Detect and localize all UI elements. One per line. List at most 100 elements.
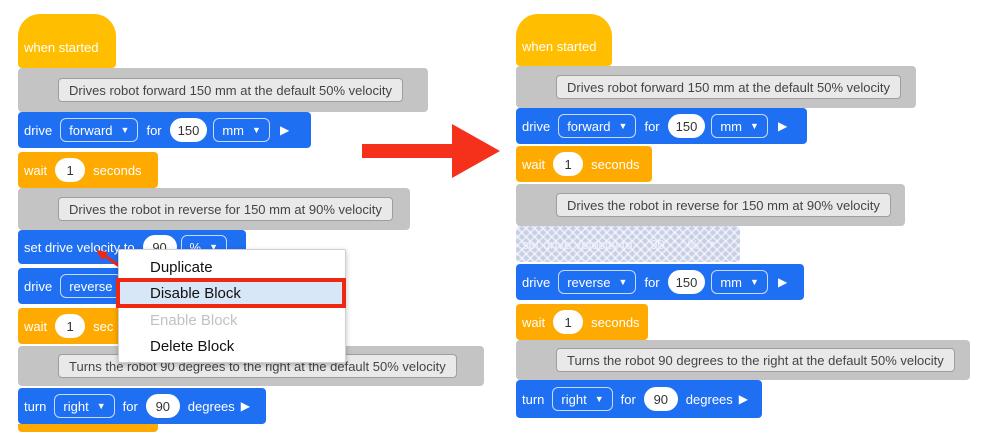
for-label: for — [620, 391, 636, 407]
unit-value: mm — [720, 274, 743, 290]
right-code-panel: when started Drives robot forward 150 mm… — [497, 0, 997, 445]
comment-block[interactable]: Drives the robot in reverse for 150 mm a… — [516, 184, 905, 226]
unit-value: mm — [222, 122, 245, 138]
for-label: for — [644, 118, 660, 134]
wait-label: wait — [522, 314, 546, 330]
turn-direction-dropdown[interactable]: right▼ — [54, 394, 115, 418]
distance-input[interactable]: 150 — [667, 114, 706, 138]
wait-label: wait — [24, 162, 48, 178]
degrees-label: degrees — [685, 391, 733, 407]
comment-text[interactable]: Drives robot forward 150 mm at the defau… — [58, 78, 403, 102]
wait-amount-input[interactable]: 1 — [55, 314, 86, 338]
turn-label: turn — [522, 391, 545, 407]
drive-label: drive — [522, 118, 551, 134]
velocity-input: 90 — [650, 236, 665, 252]
caret-down-icon: ▼ — [96, 401, 106, 411]
drive-block[interactable]: drive reverse — [18, 268, 128, 304]
direction-dropdown[interactable]: forward ▼ — [558, 114, 637, 138]
wait-block[interactable]: wait 1 seconds — [516, 304, 648, 340]
wait-amount-input[interactable]: 1 — [553, 152, 584, 176]
caret-down-icon: ▼ — [750, 121, 759, 131]
caret-down-icon: ▼ — [120, 125, 130, 135]
left-code-panel: when started Drives robot forward 150 mm… — [0, 0, 490, 445]
caret-down-icon: ▼ — [618, 277, 628, 287]
direction-value: forward — [69, 122, 113, 138]
play-icon[interactable]: ▶ — [240, 399, 251, 413]
unit-value: mm — [720, 118, 743, 134]
caret-down-icon: ▼ — [707, 239, 717, 249]
comment-text[interactable]: Drives robot forward 150 mm at the defau… — [556, 75, 901, 99]
drive-block[interactable]: drive forward ▼ for 150 mm ▼ ▶ — [516, 108, 807, 144]
unit-dropdown[interactable]: mm ▼ — [711, 114, 768, 138]
wait-block[interactable]: wait 1 seconds — [18, 152, 158, 188]
wait-label: wait — [522, 156, 546, 172]
play-icon[interactable]: ▶ — [279, 123, 290, 137]
drive-label: drive — [522, 274, 551, 290]
for-label: for — [122, 398, 138, 414]
play-icon[interactable]: ▶ — [738, 392, 749, 406]
percent-value: % — [687, 236, 700, 252]
wait-unit-label: sec — [93, 318, 114, 334]
unit-dropdown[interactable]: mm ▼ — [711, 270, 768, 294]
comment-block[interactable]: Drives robot forward 150 mm at the defau… — [18, 68, 428, 112]
set-drive-velocity-block-disabled[interactable]: set drive velocity to 90 %▼ — [516, 226, 740, 262]
turn-block[interactable]: turn right ▼ for 90 degrees ▶ — [516, 380, 762, 418]
menu-item-delete-block[interactable]: Delete Block — [150, 337, 235, 355]
distance-input[interactable]: 150 — [169, 118, 208, 142]
drive-label: drive — [24, 122, 53, 138]
comment-block[interactable]: Drives robot forward 150 mm at the defau… — [516, 66, 916, 108]
distance-input[interactable]: 150 — [667, 270, 706, 294]
wait-block[interactable]: wait 1 sec — [18, 308, 128, 344]
turn-direction-value: right — [561, 391, 587, 407]
play-icon[interactable]: ▶ — [777, 119, 788, 133]
drive-label: drive — [24, 278, 53, 294]
when-started-label: when started — [522, 39, 597, 54]
wait-amount-input[interactable]: 1 — [553, 310, 584, 334]
caret-down-icon: ▼ — [594, 394, 604, 404]
degrees-label: degrees — [187, 398, 235, 414]
block-stub — [18, 424, 158, 432]
direction-value: reverse — [69, 278, 113, 294]
play-icon[interactable]: ▶ — [777, 275, 788, 289]
velocity-label: set drive velocity to — [24, 239, 135, 255]
comment-text[interactable]: Turns the robot 90 degrees to the right … — [556, 348, 955, 372]
menu-item-enable-block: Enable Block — [150, 311, 238, 329]
unit-dropdown[interactable]: mm ▼ — [213, 118, 270, 142]
velocity-label: set drive velocity to — [522, 236, 633, 252]
direction-dropdown[interactable]: reverse ▼ — [558, 270, 637, 294]
turn-block[interactable]: turn right▼ for 90 degrees ▶ — [18, 388, 266, 424]
when-started-label: when started — [24, 40, 99, 55]
turn-angle-input[interactable]: 90 — [643, 387, 678, 411]
comment-text[interactable]: Drives the robot in reverse for 150 mm a… — [58, 197, 393, 221]
turn-angle-input[interactable]: 90 — [145, 394, 180, 418]
direction-value: forward — [567, 118, 611, 134]
for-label: for — [644, 274, 660, 290]
wait-unit-label: seconds — [591, 156, 640, 172]
when-started-block[interactable]: when started — [18, 14, 116, 68]
wait-unit-label: seconds — [591, 314, 640, 330]
direction-value: reverse — [567, 274, 611, 290]
menu-item-duplicate[interactable]: Duplicate — [150, 258, 213, 276]
turn-direction-dropdown[interactable]: right ▼ — [552, 387, 613, 411]
percent-value: % — [189, 239, 202, 255]
caret-down-icon: ▼ — [750, 277, 759, 287]
caret-down-icon: ▼ — [209, 242, 219, 252]
drive-block[interactable]: drive forward▼ for 150 mm▼ ▶ — [18, 112, 311, 148]
wait-label: wait — [24, 318, 48, 334]
wait-block[interactable]: wait 1 seconds — [516, 146, 652, 182]
wait-unit-label: seconds — [93, 162, 142, 178]
comment-block[interactable]: Turns the robot 90 degrees to the right … — [516, 340, 970, 380]
turn-label: turn — [24, 398, 47, 414]
direction-dropdown[interactable]: forward ▼ — [60, 118, 139, 142]
highlight-box — [116, 278, 346, 308]
menu-item-disable-block[interactable]: Disable Block — [119, 280, 345, 306]
direction-dropdown[interactable]: reverse — [60, 274, 122, 298]
comment-block[interactable]: Drives the robot in reverse for 150 mm a… — [18, 188, 410, 230]
comment-text[interactable]: Drives the robot in reverse for 150 mm a… — [556, 193, 891, 217]
when-started-block[interactable]: when started — [516, 14, 612, 66]
percent-dropdown: %▼ — [679, 232, 725, 256]
caret-down-icon: ▼ — [618, 121, 628, 131]
caret-down-icon: ▼ — [252, 125, 261, 135]
drive-block[interactable]: drive reverse ▼ for 150 mm ▼ ▶ — [516, 264, 804, 300]
wait-amount-input[interactable]: 1 — [55, 158, 86, 182]
